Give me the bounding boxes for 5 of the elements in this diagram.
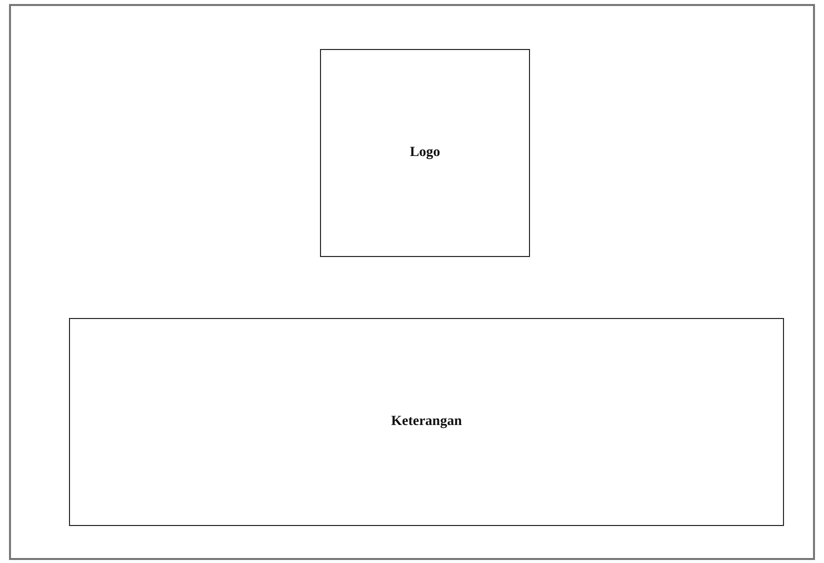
description-box (69, 318, 784, 526)
box-label: Keterangan (391, 414, 462, 430)
placeholder-box (320, 49, 530, 257)
page-frame (9, 4, 815, 560)
box-label: Logo (410, 145, 440, 161)
